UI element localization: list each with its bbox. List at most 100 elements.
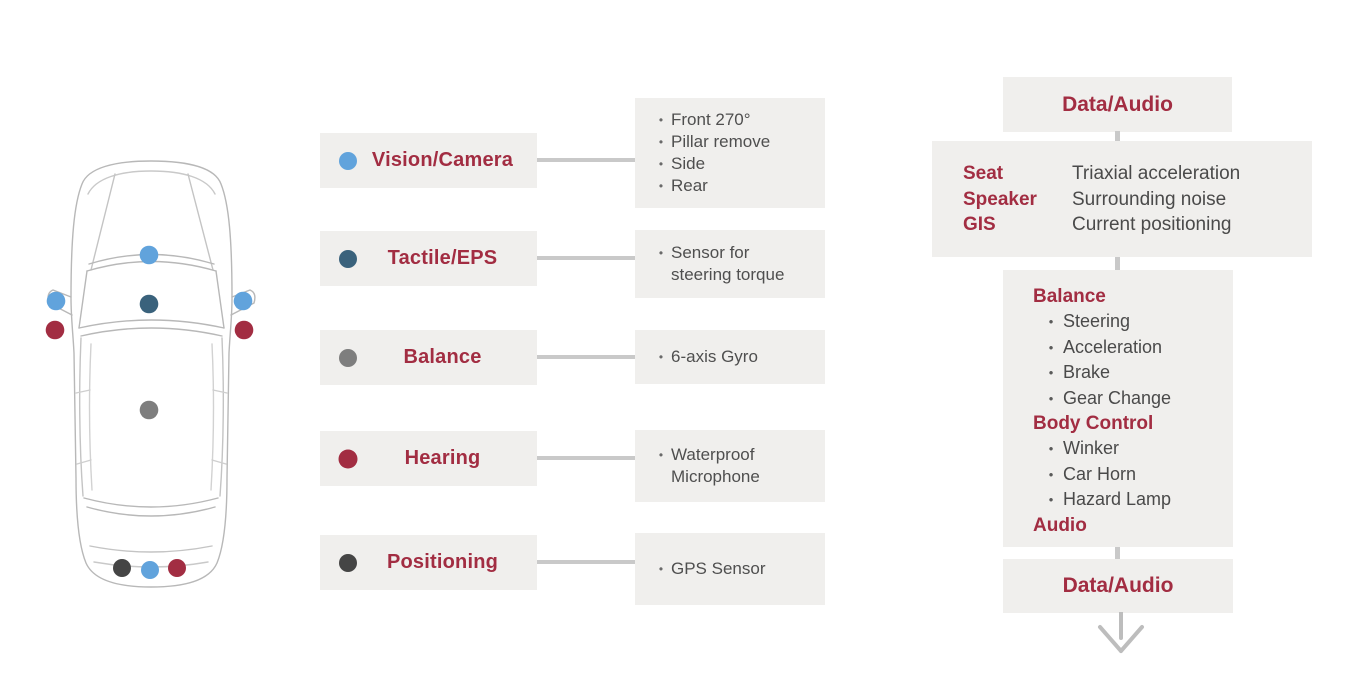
desc-box-tactile: • Sensor for steering torque	[635, 230, 825, 298]
control-item: •Acceleration	[1033, 335, 1233, 360]
bullet-text: Rear	[671, 176, 708, 195]
legend-row-tactile: Tactile/EPS	[320, 231, 537, 286]
io-signal: Triaxial acceleration	[1072, 163, 1241, 184]
control-item: • Car Horn	[1033, 462, 1233, 487]
legend-row-positioning: Positioning	[320, 535, 537, 590]
io-row: GIS Current positioning	[963, 212, 1312, 238]
bullet-text: GPS Sensor	[671, 559, 766, 578]
bullet-item: • GPS Sensor	[651, 558, 799, 580]
bullet-icon: •	[1048, 390, 1054, 406]
bullet-icon: •	[658, 113, 664, 127]
vision-dot-icon	[339, 151, 357, 170]
flow-connector-2	[1115, 257, 1120, 270]
bullet-icon: •	[658, 350, 664, 364]
control-item-text: Car Horn	[1063, 463, 1137, 484]
legend-row-hearing: Hearing	[320, 431, 537, 486]
control-item: • Steering	[1033, 309, 1233, 334]
bullet-icon: •	[658, 246, 664, 260]
flow-box-label: Data/Audio	[1062, 92, 1173, 116]
bullet-text: Sensor for steering torque	[671, 243, 785, 284]
io-row: Seat Triaxial acceleration	[963, 161, 1312, 187]
io-row: Speaker Surrounding noise	[963, 187, 1312, 213]
positioning-dot-icon	[339, 553, 357, 572]
tactile-dot-icon	[339, 249, 357, 268]
bullet-icon: •	[658, 179, 664, 193]
bullet-item: • Pillar remove	[651, 131, 799, 153]
legend-label-tactile: Tactile/EPS	[387, 247, 498, 269]
flow-box-label: Data/Audio	[1062, 574, 1174, 597]
io-signal: Surrounding noise	[1072, 188, 1227, 210]
bullet-text: Waterproof Microphone	[671, 445, 760, 486]
legend-row-vision: Vision/Camera	[320, 133, 537, 188]
control-section-heading: Balance	[1033, 286, 1106, 307]
flow-box-controls: Balance • Steering •Acceleration •Brake •…	[1003, 270, 1233, 547]
flow-connector-1	[1115, 131, 1120, 141]
sensor-dot-left-mirror-camera	[46, 291, 66, 311]
legend-label-balance: Balance	[403, 346, 482, 368]
bullet-item: • Rear	[651, 175, 799, 197]
bullet-item: • 6-axis Gyro	[651, 346, 799, 368]
sensor-dot-right-mirror-camera	[233, 291, 253, 311]
connector-line-vision	[537, 158, 635, 162]
balance-dot-icon	[339, 348, 357, 367]
control-item-text: Steering	[1063, 311, 1131, 332]
bullet-icon: •	[658, 135, 664, 149]
right-mirror	[230, 289, 256, 316]
sensor-dot-rear-microphone	[168, 559, 186, 577]
bullet-icon: •	[658, 448, 664, 462]
flow-connector-3	[1115, 547, 1120, 559]
car-sensor-dots	[45, 245, 254, 579]
flow-box-inputs: Seat Triaxial acceleration Speaker Surro…	[932, 141, 1312, 257]
car-outline	[47, 160, 256, 588]
desc-box-positioning: • GPS Sensor	[635, 533, 825, 605]
flow-box-data-audio-top: Data/Audio	[1003, 77, 1232, 132]
io-source: Speaker	[963, 188, 1037, 210]
desc-box-balance: • 6-axis Gyro	[635, 330, 825, 384]
bullet-text: 6-axis Gyro	[671, 347, 758, 366]
bullet-icon: •	[1048, 314, 1054, 330]
control-item-text: Winker	[1063, 438, 1120, 459]
sensor-dot-left-mirror-microphone	[45, 320, 65, 340]
connector-line-tactile	[537, 256, 635, 260]
bullet-icon: •	[1048, 365, 1054, 381]
flow-box-data-audio-bottom: Data/Audio	[1003, 559, 1233, 613]
connector-line-balance	[537, 355, 635, 359]
bullet-text: Front 270°	[671, 110, 751, 129]
down-arrow-icon	[1098, 612, 1144, 653]
bullet-item: • Sensor for steering torque	[651, 242, 799, 286]
control-item: •Gear Change	[1033, 386, 1233, 411]
control-item: •Brake	[1033, 360, 1233, 385]
bullet-icon: •	[658, 157, 664, 171]
bullet-text: Side	[671, 154, 706, 173]
bullet-item: • Waterproof Microphone	[651, 444, 799, 488]
control-section-heading: Audio	[1033, 514, 1087, 536]
legend-label-vision: Vision/Camera	[371, 149, 514, 171]
bullet-item: • Front 270°	[651, 109, 799, 131]
legend-label-positioning: Positioning	[386, 551, 499, 573]
sensor-dot-front-windshield-camera	[139, 245, 159, 265]
bullet-icon: •	[1048, 466, 1054, 482]
desc-box-vision: • Front 270° • Pillar remove • Side • Rear	[635, 98, 825, 208]
bullet-icon: •	[658, 562, 664, 576]
bullet-icon: •	[1048, 339, 1054, 355]
sensor-dot-balance-gyro	[139, 400, 159, 420]
io-source: GIS	[963, 214, 996, 235]
hearing-dot-icon	[338, 449, 358, 468]
connector-line-positioning	[537, 560, 635, 564]
io-signal: Current positioning	[1072, 214, 1232, 235]
sensor-dot-right-mirror-microphone	[234, 320, 254, 340]
car-top-view	[45, 160, 256, 588]
sensor-dot-rear-positioning	[113, 559, 131, 577]
legend-label-hearing: Hearing	[404, 447, 481, 469]
sensor-dot-rear-camera	[141, 561, 159, 579]
bullet-text: Pillar remove	[671, 132, 771, 151]
legend-row-balance: Balance	[320, 330, 537, 385]
control-item-text: Hazard Lamp	[1063, 489, 1172, 510]
sensor-dot-steering-tactile	[139, 294, 159, 314]
io-source: Seat	[963, 163, 1004, 184]
bullet-icon: •	[1048, 441, 1054, 457]
connector-line-hearing	[537, 456, 635, 460]
desc-box-hearing: • Waterproof Microphone	[635, 430, 825, 502]
control-item: • Winker	[1033, 436, 1233, 461]
